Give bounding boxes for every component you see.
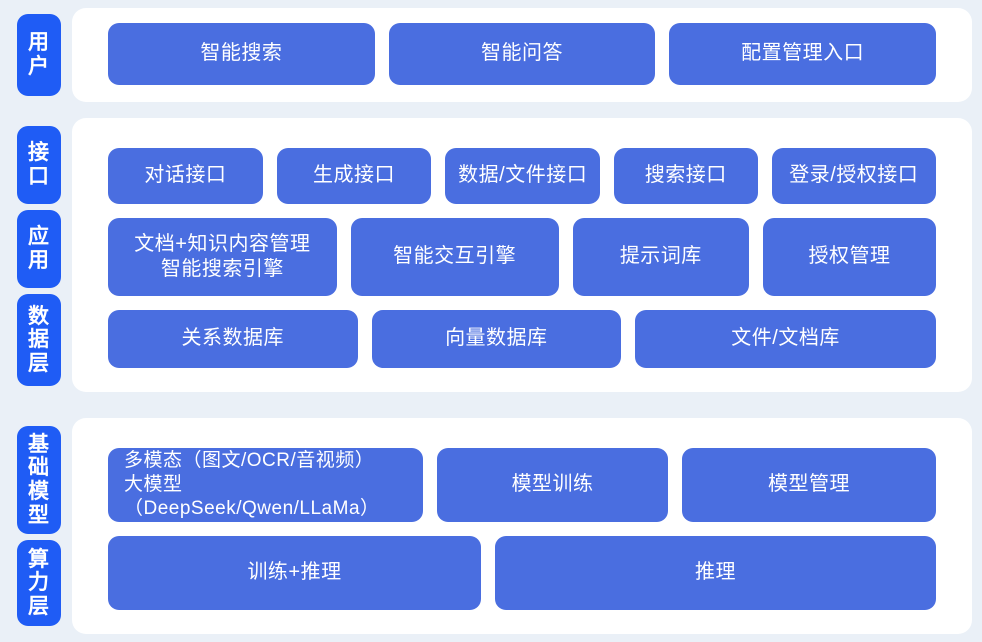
- sidebar-tab-interface-label: 接口: [28, 141, 50, 188]
- sidebar-tab-user-label: 用户: [28, 31, 50, 78]
- row-application: 文档+知识内容管理 智能搜索引擎 智能交互引擎 提示词库 授权管理: [108, 218, 936, 296]
- box-doc-knowledge-management[interactable]: 文档+知识内容管理 智能搜索引擎: [108, 218, 337, 296]
- box-inference[interactable]: 推理: [495, 536, 936, 610]
- group-user: 用户 智能搜索 智能问答 配置管理入口: [0, 8, 982, 102]
- box-relational-database[interactable]: 关系数据库: [108, 310, 358, 368]
- sidebar-tab-user[interactable]: 用户: [17, 14, 61, 96]
- panel-user: 智能搜索 智能问答 配置管理入口: [72, 8, 972, 102]
- panel-base: 多模态（图文/OCR/音视频） 大模型（DeepSeek/Qwen/LLaMa）…: [72, 418, 972, 634]
- row-compute-layer: 训练+推理 推理: [108, 536, 936, 610]
- sidebar-tab-interface[interactable]: 接口: [17, 126, 61, 204]
- row-data-layer: 关系数据库 向量数据库 文件/文档库: [108, 310, 937, 368]
- box-file-document-store[interactable]: 文件/文档库: [635, 310, 937, 368]
- panel-platform: 对话接口 生成接口 数据/文件接口 搜索接口 登录/授权接口 文档+知识内容管理…: [72, 118, 972, 392]
- box-search-api[interactable]: 搜索接口: [614, 148, 758, 204]
- box-generation-api[interactable]: 生成接口: [276, 148, 432, 204]
- box-smart-interaction-engine[interactable]: 智能交互引擎: [350, 218, 559, 296]
- box-model-training[interactable]: 模型训练: [437, 448, 668, 522]
- box-training-inference[interactable]: 训练+推理: [108, 536, 482, 610]
- sidebar-tab-foundation-model[interactable]: 基础模型: [17, 426, 61, 534]
- sidebar-tab-foundation-model-label: 基础模型: [28, 432, 50, 527]
- group-base: 基础模型 算力层 多模态（图文/OCR/音视频） 大模型（DeepSeek/Qw…: [0, 418, 982, 634]
- box-smart-qa[interactable]: 智能问答: [388, 23, 656, 85]
- sidebar-tab-compute-layer-label: 算力层: [28, 547, 50, 618]
- row-foundation-model: 多模态（图文/OCR/音视频） 大模型（DeepSeek/Qwen/LLaMa）…: [108, 448, 936, 522]
- row-interface: 对话接口 生成接口 数据/文件接口 搜索接口 登录/授权接口: [108, 148, 936, 204]
- box-data-file-api[interactable]: 数据/文件接口: [445, 148, 601, 204]
- sidebar-tab-data-layer-label: 数据层: [28, 304, 50, 375]
- box-config-management-entry[interactable]: 配置管理入口: [669, 23, 937, 85]
- box-prompt-library[interactable]: 提示词库: [572, 218, 750, 296]
- box-smart-search[interactable]: 智能搜索: [108, 23, 375, 85]
- sidebar-tab-application-label: 应用: [28, 225, 50, 272]
- row-user: 智能搜索 智能问答 配置管理入口: [108, 23, 937, 85]
- group-platform: 接口 应用 数据层 对话接口 生成接口 数据/文件接口 搜索接口 登录/授权接口…: [0, 118, 982, 392]
- box-authorization-management[interactable]: 授权管理: [763, 218, 936, 296]
- sidebar-tab-application[interactable]: 应用: [17, 210, 61, 288]
- box-multimodal-large-model[interactable]: 多模态（图文/OCR/音视频） 大模型（DeepSeek/Qwen/LLaMa）: [108, 448, 424, 522]
- sidebar-tab-data-layer[interactable]: 数据层: [17, 294, 61, 386]
- sidebar-tab-compute-layer[interactable]: 算力层: [17, 540, 61, 626]
- box-login-auth-api[interactable]: 登录/授权接口: [771, 148, 936, 204]
- box-vector-database[interactable]: 向量数据库: [371, 310, 622, 368]
- box-dialog-api[interactable]: 对话接口: [108, 148, 263, 204]
- box-model-management[interactable]: 模型管理: [682, 448, 936, 522]
